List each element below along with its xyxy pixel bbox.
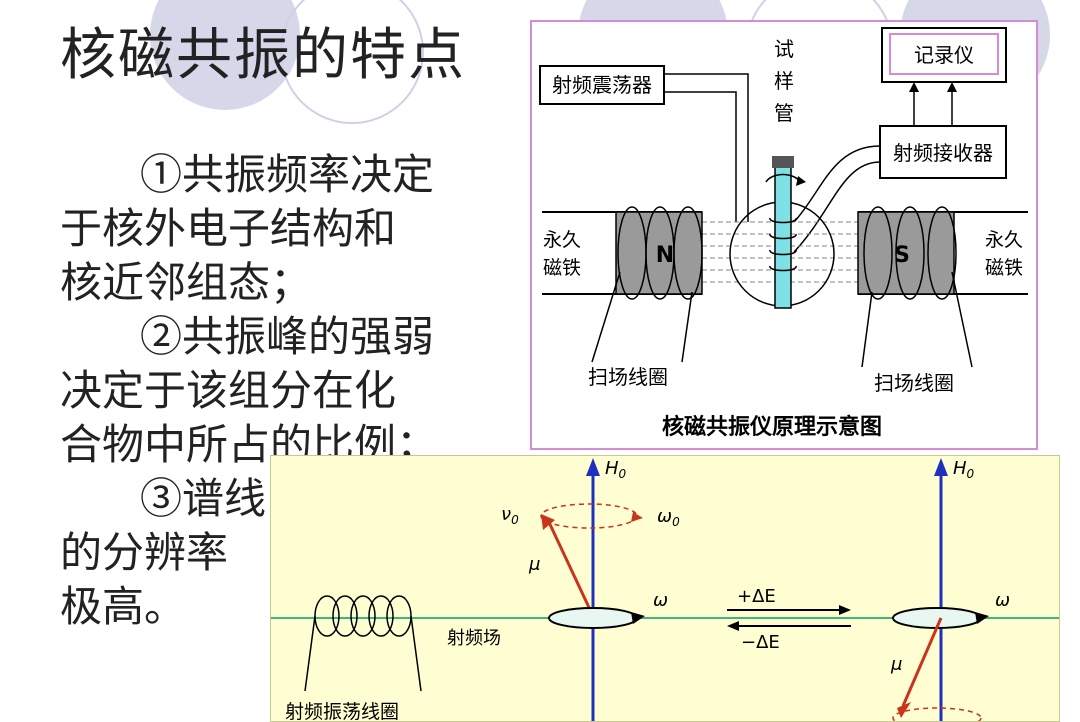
right-mu-vector	[901, 617, 943, 707]
rf-oscillator-box	[539, 65, 665, 105]
sample-tube-label-1: 试	[774, 37, 794, 61]
left-magnet-label-1: 永久	[543, 229, 581, 251]
right-sweep-coil-label: 扫场线圈	[874, 371, 954, 395]
left-magnet-label-2: 磁铁	[543, 257, 581, 279]
oscillator-wire	[664, 73, 749, 222]
recorder-label: 记录仪	[914, 43, 974, 67]
point-2-line-1: ②共振峰的强弱	[140, 312, 435, 361]
precession-diagram: 射频场 射频振荡线圈 H0 ν0 ω0 μ ω +ΔE −ΔE H0 ω	[270, 455, 1060, 722]
plus-delta-e-label: +ΔE	[737, 586, 776, 607]
omega-right-label: ω	[995, 590, 1010, 611]
nmr-instrument-diagram: 射频震荡器 试 样 管 记录仪 射频接收器	[530, 20, 1038, 450]
nu0-label: ν0	[501, 504, 519, 527]
point-1-line-1: ①共振频率决定	[140, 150, 435, 199]
precession-svg: 射频场 射频振荡线圈 H0 ν0 ω0 μ ω +ΔE −ΔE H0 ω	[271, 458, 1059, 721]
precession-orbit	[540, 503, 638, 529]
point-1-line-2: 于核外电子结构和	[60, 204, 397, 253]
point-3-line-3: 极高。	[60, 582, 187, 631]
point-3-line-2: 的分辨率	[60, 528, 229, 577]
diagram-caption: 核磁共振仪原理示意图	[662, 414, 882, 440]
lower-precession-orbit	[892, 707, 982, 721]
rf-receiver-box	[879, 125, 1007, 179]
rf-coil-label: 射频振荡线圈	[285, 701, 399, 721]
decorative-circle	[280, 0, 424, 124]
point-2-line-2: 决定于该组分在化	[60, 366, 397, 415]
left-magnet	[615, 211, 703, 295]
rf-oscillator-label: 射频震荡器	[552, 73, 652, 97]
rf-receiver-label: 射频接收器	[893, 141, 993, 165]
sample-tube	[774, 163, 792, 309]
left-sweep-coil-label: 扫场线圈	[588, 365, 668, 389]
left-omega-ellipse	[548, 607, 638, 629]
nmr-instrument-svg: 射频震荡器 试 样 管 记录仪 射频接收器	[539, 27, 1028, 440]
recorder-inner-box	[889, 33, 999, 75]
point-3-line-1: ③谱线	[140, 474, 267, 523]
minus-delta-e-label: −ΔE	[741, 632, 780, 653]
pole-n-label: N	[656, 243, 674, 268]
slide-title: 核磁共振的特点	[60, 23, 466, 88]
mu-left-label: μ	[528, 554, 540, 575]
rf-field-label: 射频场	[447, 628, 501, 649]
right-magnet-label-2: 磁铁	[985, 257, 1023, 279]
point-1-line-3: 核近邻组态；	[60, 258, 313, 307]
sample-tube-label-2: 样	[774, 69, 794, 93]
omega-left-label: ω	[653, 590, 668, 611]
left-mu-vector	[545, 517, 595, 617]
right-h0-label: H0	[953, 458, 975, 481]
right-magnet-label-1: 永久	[985, 229, 1023, 251]
right-magnet	[857, 211, 955, 295]
left-h0-label: H0	[605, 458, 627, 481]
sample-tube-cap	[772, 156, 794, 168]
pole-s-label: S	[894, 243, 910, 268]
omega0-label: ω0	[657, 506, 680, 529]
mu-right-label: μ	[890, 654, 902, 675]
oscillator-wire	[664, 91, 737, 222]
sample-tube-label-3: 管	[774, 101, 794, 125]
rf-coil	[304, 595, 422, 692]
